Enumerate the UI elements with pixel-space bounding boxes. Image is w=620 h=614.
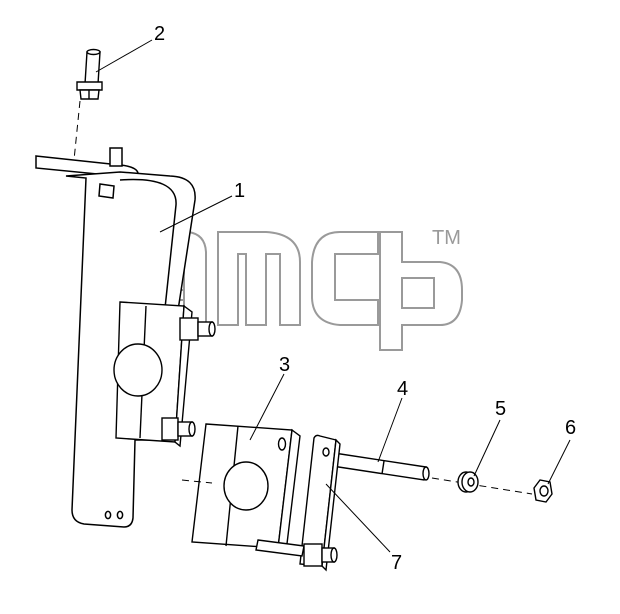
clamp-part-3 [191,423,301,554]
leader-4 [377,397,403,463]
leader-1 [159,195,233,233]
callout-6: 6 [565,417,577,439]
leader-3 [249,373,285,441]
bolt-part-2 [76,48,103,100]
nut-plate [303,543,338,567]
nut-part-6 [533,479,553,503]
callout-7: 7 [391,552,403,574]
callout-1: 1 [234,180,246,202]
callout-4: 4 [397,378,409,400]
washer-part-5 [457,471,479,493]
nut-upper-clamp [179,317,216,341]
assembly-axis-fasteners [431,477,533,495]
leader-7 [325,483,391,553]
callout-5: 5 [495,398,507,420]
leader-2 [95,39,153,73]
trademark-symbol: TM [432,227,461,249]
callout-2: 2 [154,23,166,45]
callout-3: 3 [279,354,291,376]
assembly-axis-bolt [73,100,81,161]
leader-5 [473,419,501,477]
assembly-axis-clamp [181,479,213,484]
leader-lines [95,39,571,553]
leader-6 [547,439,571,485]
stud-part-4 [331,452,430,481]
nut-lower-clamp [161,417,196,441]
plate-part-7 [255,434,341,572]
clamp-on-bracket [113,301,216,448]
